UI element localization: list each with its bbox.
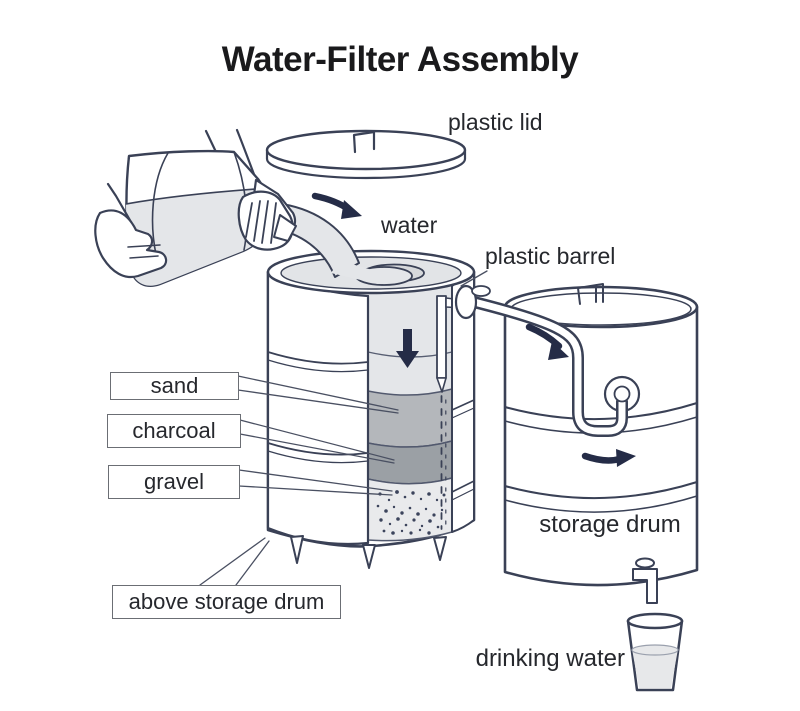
- port-inner: [613, 385, 631, 403]
- drum-arrow: [581, 449, 636, 467]
- label-box-gravel: gravel: [108, 465, 240, 499]
- label-drinking-water: drinking water: [475, 645, 625, 672]
- plastic-lid-shape: [265, 129, 467, 180]
- outlet-grommet: [454, 284, 491, 320]
- barrel-front-wall: [266, 270, 370, 546]
- water-cup: [626, 612, 684, 692]
- tap: [632, 557, 658, 604]
- gravel-layer: [367, 477, 453, 542]
- flow-arrows: [311, 192, 636, 467]
- leader-above-drum: [199, 537, 270, 586]
- left-hand: [94, 182, 168, 279]
- label-box-charcoal: charcoal: [107, 414, 241, 448]
- label-plastic-barrel: plastic barrel: [485, 243, 616, 269]
- barrel-right-wall: [451, 272, 475, 533]
- barrel-legs: [290, 535, 447, 569]
- transfer-pipe: [454, 284, 631, 437]
- charcoal-layer: [367, 440, 453, 485]
- page-title: Water-Filter Assembly: [221, 40, 579, 79]
- label-water: water: [381, 212, 438, 238]
- leader-gravel: [238, 469, 393, 496]
- storage-drum-shape: [503, 283, 699, 587]
- label-box-above-storage-drum: above storage drum: [112, 585, 341, 619]
- right-hand: [237, 190, 297, 251]
- down-arrow: [396, 329, 419, 368]
- label-storage-drum: storage drum: [539, 511, 681, 538]
- drum-handle: [577, 283, 604, 305]
- leader-plastic-barrel: [460, 270, 488, 287]
- label-box-sand: sand: [110, 372, 239, 400]
- leader-sand: [237, 375, 399, 414]
- leader-charcoal: [239, 419, 395, 464]
- leader-lines: [199, 270, 488, 586]
- pouring-jug: [94, 128, 297, 287]
- pipe-arrow: [525, 323, 569, 360]
- label-plastic-lid: plastic lid: [448, 109, 543, 135]
- sand-layer: [367, 388, 453, 448]
- pour-arrow: [311, 192, 362, 219]
